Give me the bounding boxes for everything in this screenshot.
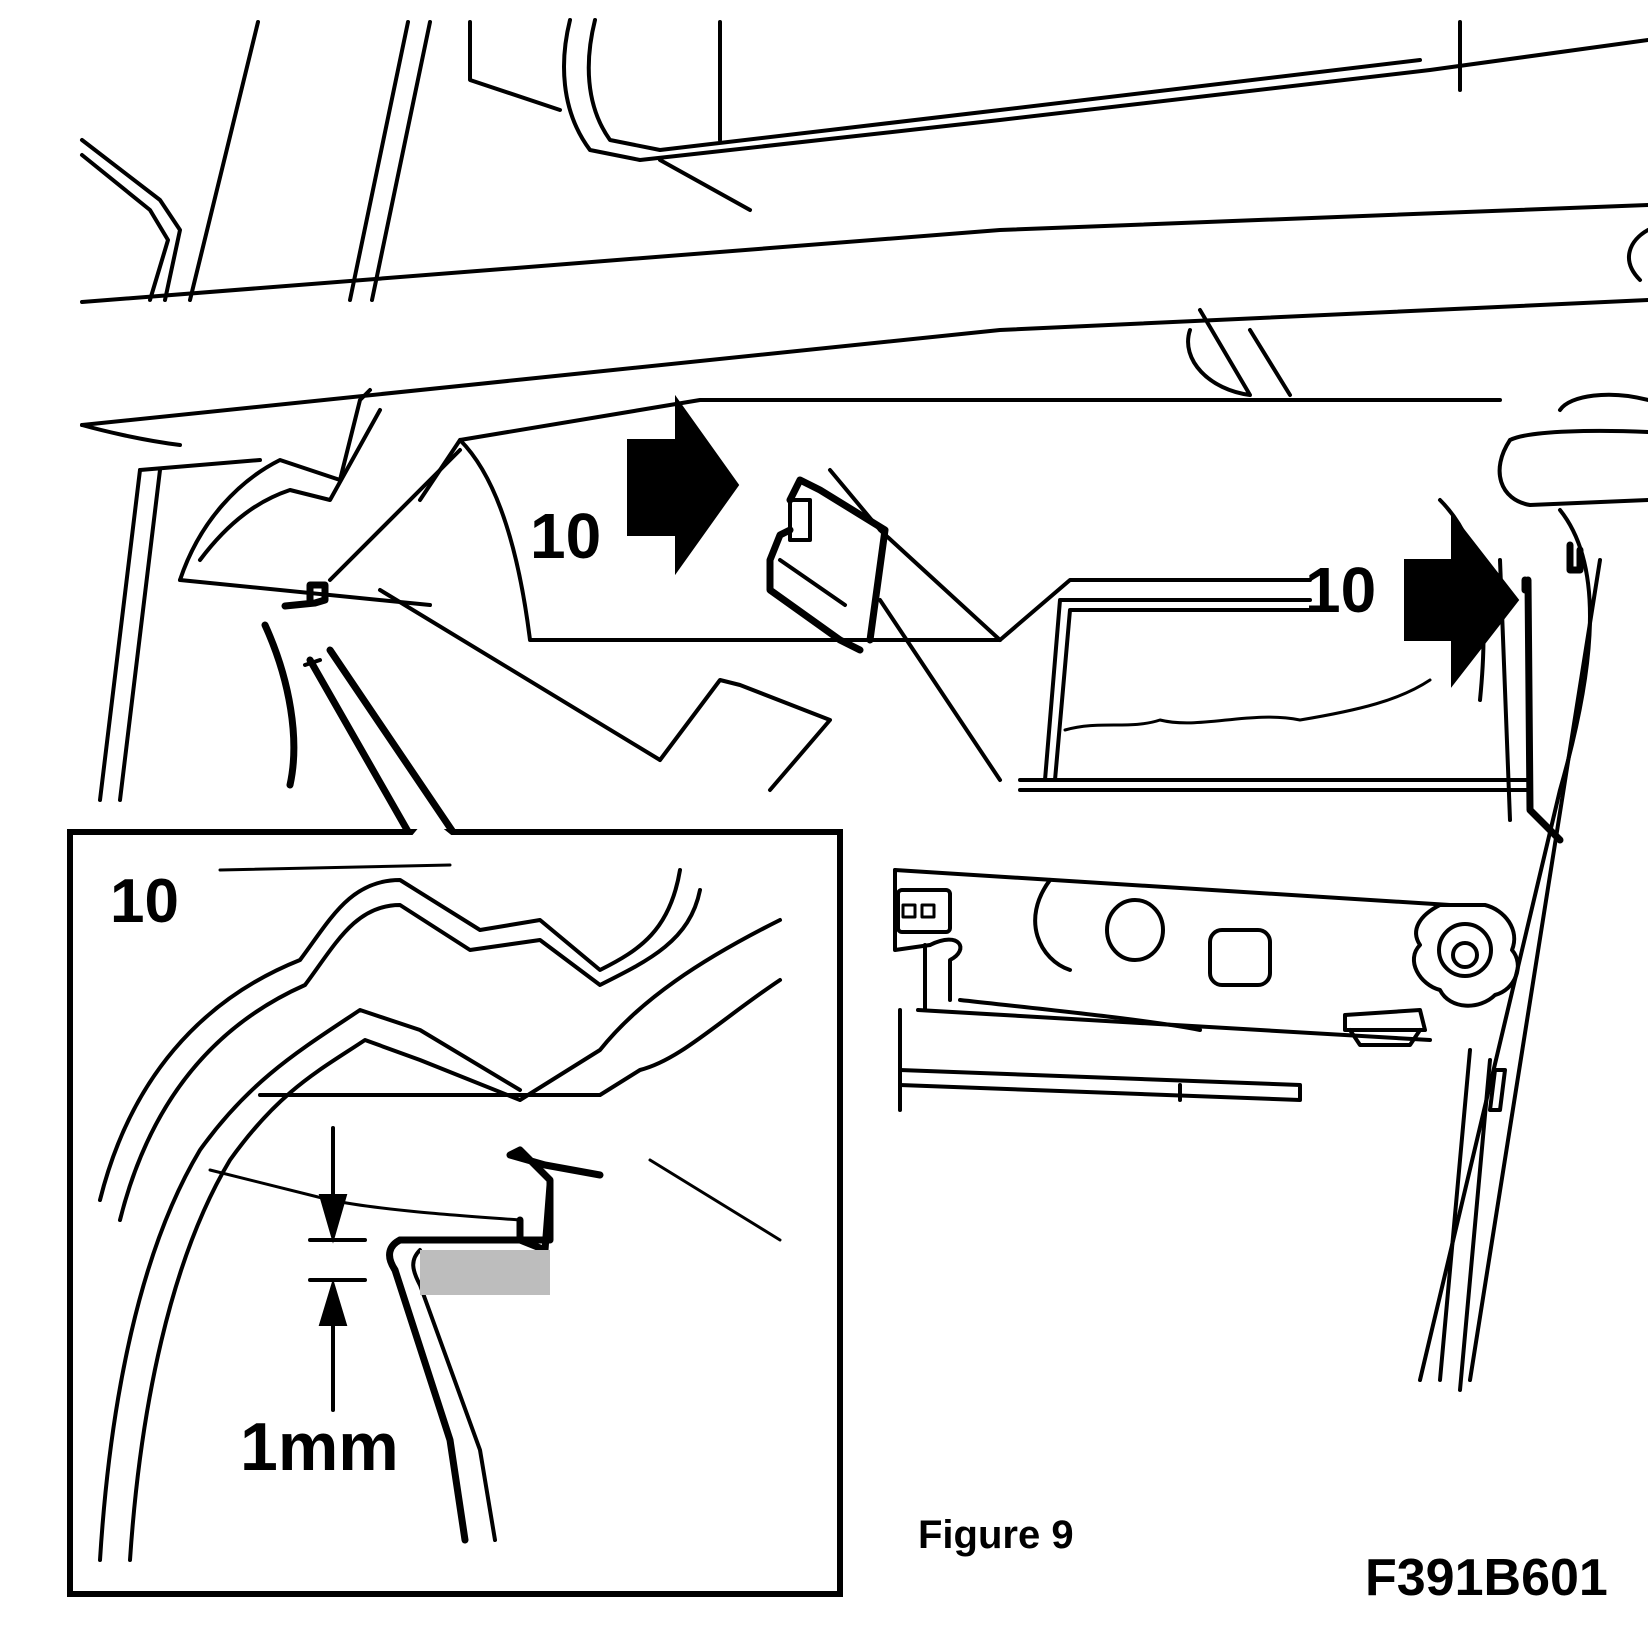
shaded-gap [420, 1250, 550, 1295]
callout-arrow-left [627, 394, 740, 576]
callout-label-left: 10 [530, 500, 601, 572]
gap-measurement-arrows [318, 1126, 348, 1412]
clip-center [766, 476, 889, 654]
clip-right [1521, 541, 1584, 594]
lower-hardware [893, 868, 1520, 1112]
gap-measurement-label: 1mm [240, 1409, 399, 1485]
body-structure [80, 18, 1648, 507]
inset-callout-label: 10 [110, 867, 179, 936]
inset-leader [306, 646, 459, 839]
clip-left [261, 581, 329, 789]
figure-code: F391B601 [1365, 1549, 1608, 1607]
callout-label-right: 10 [1305, 554, 1376, 626]
door-panel [98, 388, 1532, 802]
callout-arrow-right [1404, 512, 1520, 688]
detail-inset [67, 826, 843, 1597]
figure-title: Figure 9 [918, 1513, 1074, 1557]
